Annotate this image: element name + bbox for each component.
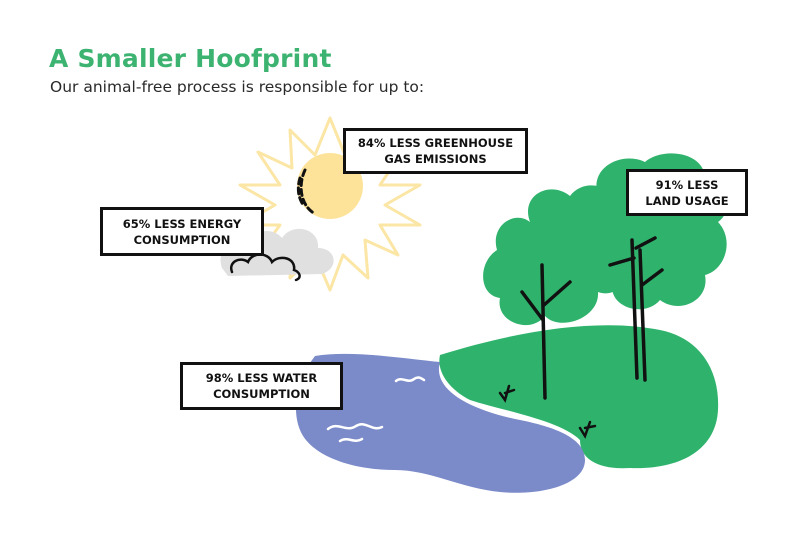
callout-land-line1: 91% LESS bbox=[655, 177, 719, 192]
cloud-icon bbox=[220, 228, 334, 276]
callout-water-line2: CONSUMPTION bbox=[213, 387, 310, 401]
callout-land-usage: 91% LESS LAND USAGE bbox=[626, 169, 748, 216]
callout-greenhouse-line2: GAS EMISSIONS bbox=[384, 152, 487, 166]
callout-energy-consumption: 65% LESS ENERGY CONSUMPTION bbox=[100, 207, 264, 256]
sun-outline bbox=[296, 168, 317, 216]
callout-greenhouse-line1: 84% LESS GREENHOUSE bbox=[357, 136, 514, 150]
cloud-outline bbox=[229, 253, 301, 282]
grass-icon bbox=[498, 384, 516, 403]
wave-icon bbox=[338, 437, 364, 443]
callout-water-consumption: 98% LESS WATER CONSUMPTION bbox=[180, 362, 343, 410]
tree-trunk-right bbox=[608, 236, 664, 382]
callout-greenhouse-emissions: 84% LESS GREENHOUSE GAS EMISSIONS bbox=[343, 128, 528, 174]
land-hill bbox=[439, 325, 719, 469]
callout-energy-line1: 65% LESS ENERGY bbox=[122, 216, 242, 231]
callout-water-line1: 98% LESS WATER bbox=[205, 371, 318, 385]
page-title: A Smaller Hoofprint bbox=[49, 44, 332, 73]
callout-land-line2: LAND USAGE bbox=[645, 193, 729, 208]
wave-icon bbox=[394, 376, 426, 383]
page-subtitle: Our animal-free process is responsible f… bbox=[50, 78, 425, 96]
water-lake bbox=[295, 353, 585, 493]
wave-icon bbox=[326, 423, 384, 431]
grass-icon bbox=[578, 420, 597, 439]
tree-trunk-left bbox=[520, 263, 572, 400]
callout-energy-line2: CONSUMPTION bbox=[133, 232, 231, 247]
